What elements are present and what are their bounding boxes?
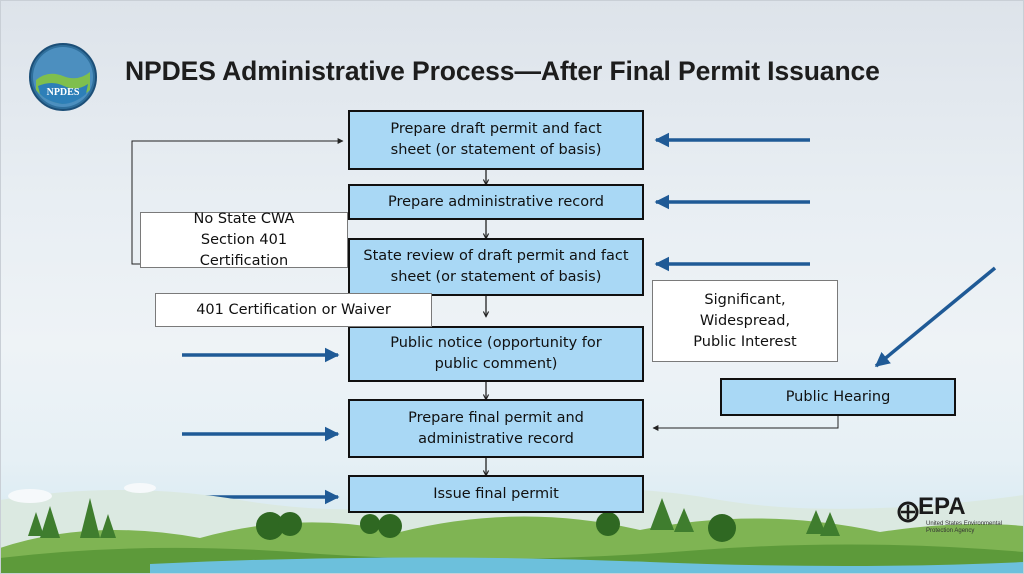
- step-prepare-admin-record: Prepare administrative record: [348, 184, 644, 220]
- npdes-logo: NPDES: [29, 43, 97, 111]
- epa-logo: [897, 501, 919, 523]
- label-significant-interest: Significant, Widespread, Public Interest: [652, 280, 838, 362]
- step-prepare-draft-permit: Prepare draft permit and fact sheet (or …: [348, 110, 644, 170]
- step-prepare-admin-record-label: Prepare administrative record: [387, 193, 604, 210]
- step-prepare-final-permit-label: Prepare final permit and administrative …: [408, 409, 584, 447]
- step-prepare-final-permit: Prepare final permit and administrative …: [348, 399, 644, 458]
- epa-logo-subtext: United States Environmental Protection A…: [926, 521, 1003, 534]
- landscape-illustration: [0, 483, 1024, 574]
- step-state-review-label: State review of draft permit and fact sh…: [363, 248, 629, 285]
- step-public-notice-label: Public notice (opportunity for public co…: [390, 335, 602, 372]
- pointer-arrow-hearing: [874, 266, 997, 368]
- step-state-review: State review of draft permit and fact sh…: [348, 238, 644, 296]
- npdes-logo-text: NPDES: [47, 87, 80, 98]
- public-hearing-label: Public Hearing: [785, 388, 891, 405]
- step-prepare-draft-permit-label: Prepare draft permit and fact sheet (or …: [390, 121, 602, 158]
- public-hearing-box: Public Hearing: [720, 378, 956, 416]
- step-issue-final-permit: Issue final permit: [348, 475, 644, 513]
- label-certification: 401 Certification or Waiver: [155, 293, 432, 327]
- step-issue-final-permit-label: Issue final permit: [433, 485, 559, 502]
- epa-logo-text: EPA: [918, 493, 966, 520]
- slide-title: NPDES Administrative Process—After Final…: [125, 56, 880, 86]
- step-public-notice: Public notice (opportunity for public co…: [348, 326, 644, 382]
- label-no-certification: No State CWA Section 401 Certification: [140, 211, 348, 269]
